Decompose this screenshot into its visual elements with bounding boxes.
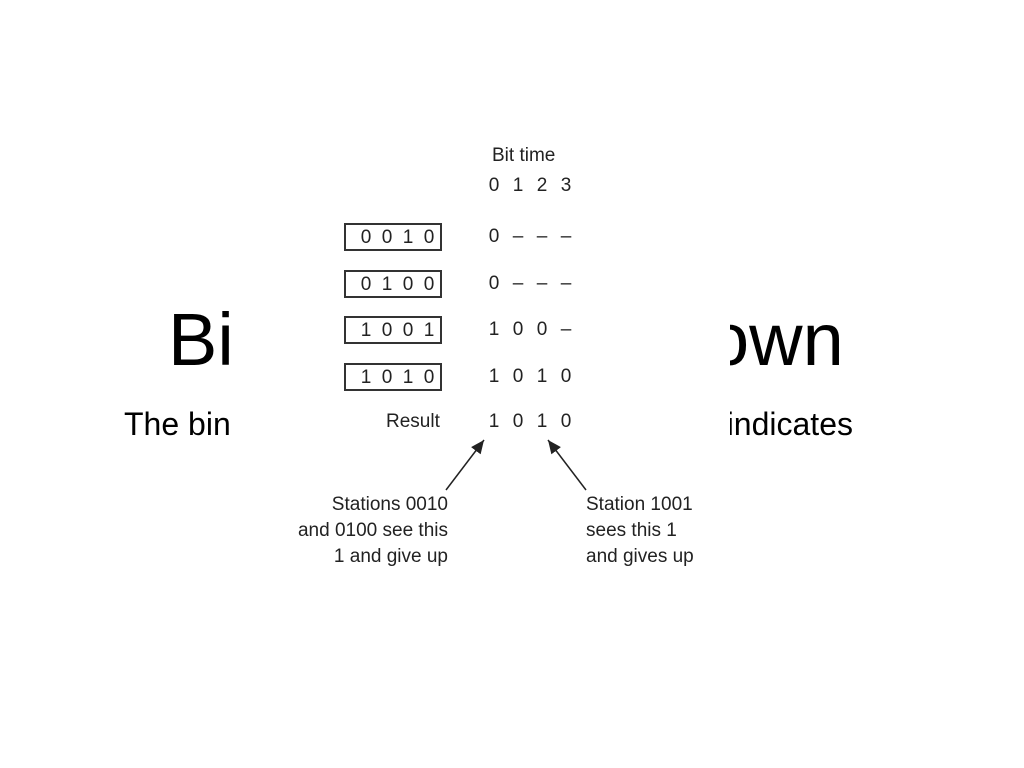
address-bit: 0: [360, 274, 372, 295]
transmitted-bit: 0: [512, 319, 524, 340]
result-bit: 0: [512, 411, 524, 432]
slide-title: Bi own: [168, 300, 868, 380]
address-bit: 0: [423, 367, 435, 388]
bit-position-label: 3: [560, 175, 572, 196]
transmitted-bit: –: [560, 273, 572, 294]
transmitted-bit: –: [560, 319, 572, 340]
transmitted-bit: 1: [488, 366, 500, 387]
transmitted-bit: 0: [488, 226, 500, 247]
result-bit: 0: [560, 411, 572, 432]
address-bit: 1: [423, 320, 435, 341]
arrow-left: [445, 439, 485, 491]
result-bit: 1: [488, 411, 500, 432]
arrows: [445, 439, 587, 491]
transmitted-bit: 1: [536, 366, 548, 387]
address-bit: 0: [402, 320, 414, 341]
caption-line: 1 and give up: [333, 546, 448, 567]
address-bit: 0: [402, 274, 414, 295]
slide-title-right: own: [708, 298, 844, 381]
caption-right: Station 1001 sees this 1 and gives up: [586, 492, 736, 570]
transmitted-bit: –: [536, 273, 548, 294]
bit-position-label: 1: [512, 175, 524, 196]
transmitted-bit: 1: [488, 319, 500, 340]
address-bit: 0: [381, 320, 393, 341]
bit-time-header: Bit time: [492, 145, 556, 166]
slide-body-left: The bin: [124, 406, 231, 442]
address-bit: 0: [381, 367, 393, 388]
address-bit: 0: [381, 227, 393, 248]
caption-line: and gives up: [586, 546, 694, 567]
transmitted-bit: –: [560, 226, 572, 247]
transmitted-bit: 0: [560, 366, 572, 387]
arrow-right: [547, 439, 587, 491]
result-label: Result: [386, 411, 440, 432]
address-bit: 1: [402, 227, 414, 248]
caption-line: Station 1001: [586, 494, 693, 515]
transmitted-bit: 0: [536, 319, 548, 340]
address-bit: 1: [402, 367, 414, 388]
address-bit: 0: [423, 274, 435, 295]
address-bit: 1: [360, 367, 372, 388]
bit-position-label: 0: [488, 175, 500, 196]
bit-position-label: 2: [536, 175, 548, 196]
result-bit: 1: [536, 411, 548, 432]
transmitted-bit: –: [512, 226, 524, 247]
transmitted-bit: –: [536, 226, 548, 247]
address-bit: 0: [423, 227, 435, 248]
caption-left: Stations 0010 and 0100 see this 1 and give…: [260, 492, 448, 570]
caption-line: Stations 0010: [331, 494, 448, 515]
transmitted-bit: 0: [488, 273, 500, 294]
caption-line: and 0100 see this: [297, 520, 448, 541]
transmitted-bit: 0: [512, 366, 524, 387]
slide-title-left: Bi: [168, 298, 234, 381]
transmitted-bit: –: [512, 273, 524, 294]
address-bit: 0: [360, 227, 372, 248]
caption-line: sees this 1: [586, 520, 677, 541]
address-bit: 1: [360, 320, 372, 341]
address-bit: 1: [381, 274, 393, 295]
